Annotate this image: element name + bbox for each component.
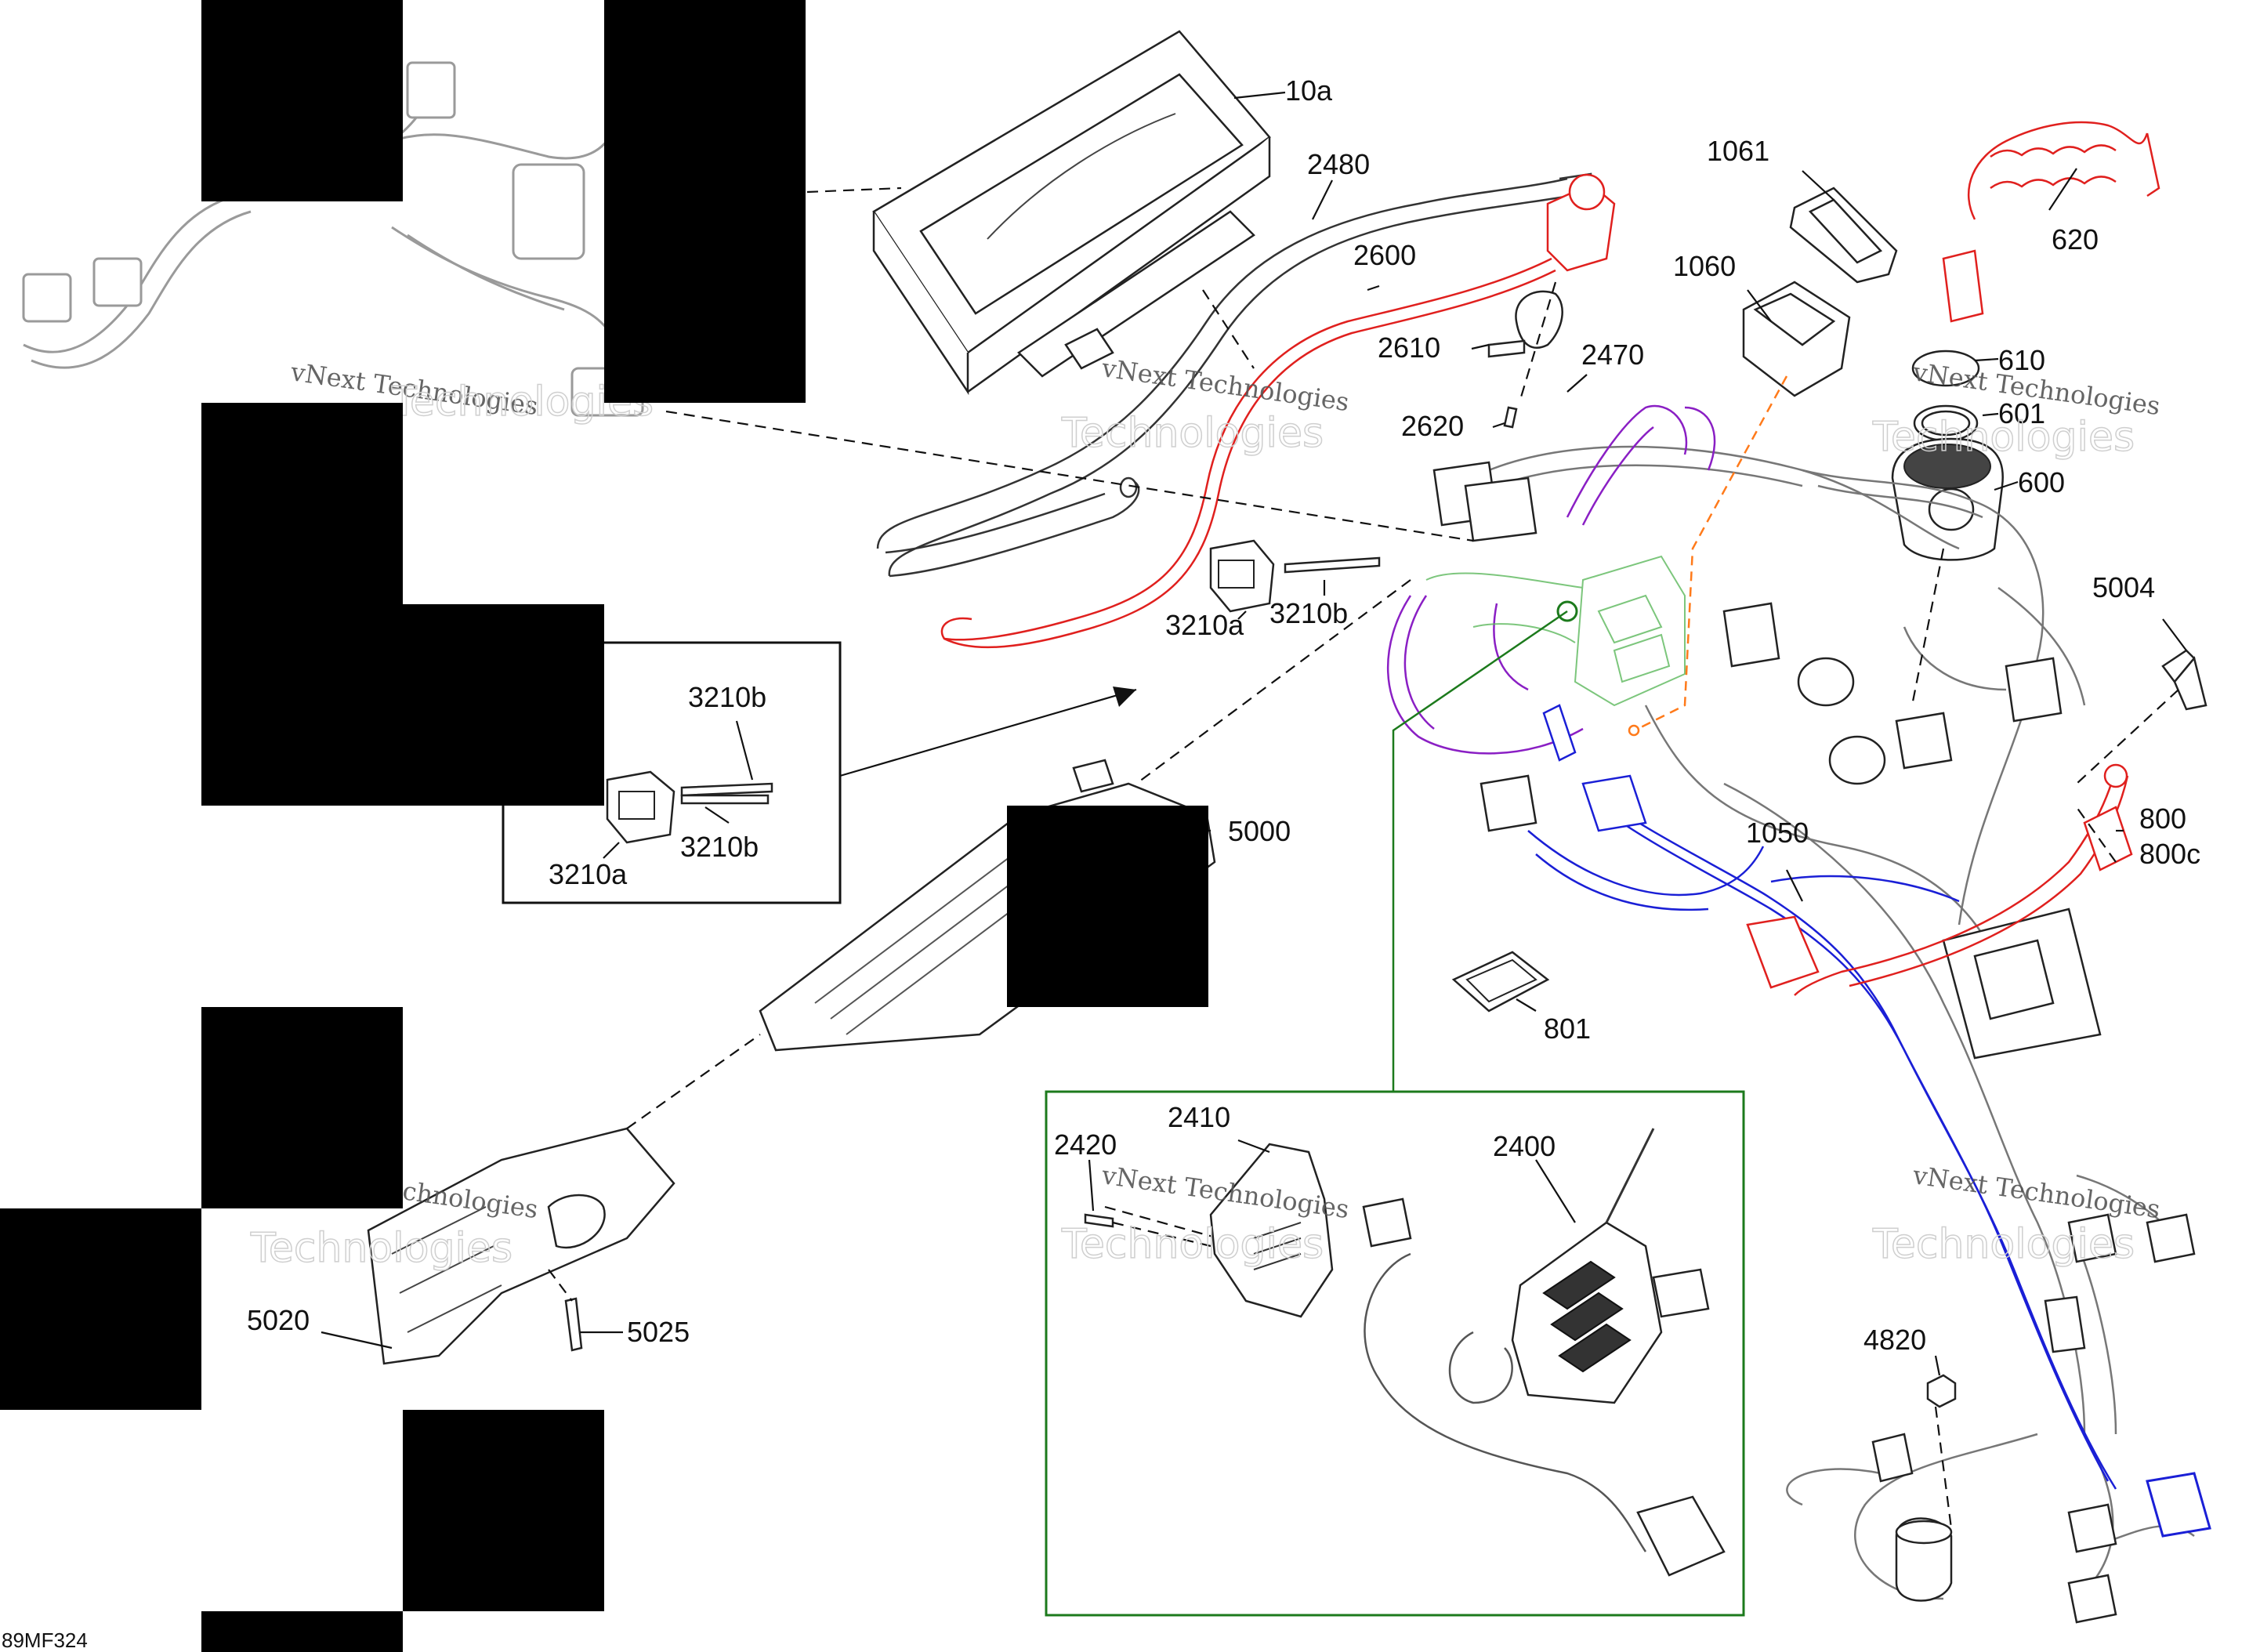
red-switch-cable-part (940, 173, 1616, 649)
callout-2600: 2600 (1353, 239, 1416, 271)
handlebar-part (876, 172, 1592, 578)
watermark-outline: Technologies (250, 1225, 512, 1272)
orange-endpoint (1628, 724, 1640, 737)
pin-part-5004 (2161, 649, 2207, 711)
red-cable-800 (1746, 763, 2133, 996)
callout-1050: 1050 (1746, 817, 1809, 849)
callout-3210b-top: 3210b (1269, 597, 1348, 629)
redaction-block (201, 1007, 403, 1208)
watermark-outline: Technologies (1061, 1221, 1324, 1268)
watermark: vNext Technologies (1910, 1160, 2162, 1224)
redaction-block (201, 403, 403, 806)
gasket-part-801 (1451, 951, 1550, 1013)
callout-2480: 2480 (1307, 148, 1370, 180)
callout-2420: 2420 (1054, 1129, 1117, 1161)
callout-5025: 5025 (627, 1316, 690, 1348)
redaction-block (1007, 806, 1208, 1007)
connector-detail-inset (502, 641, 1137, 904)
redaction-blocks (0, 0, 1208, 1652)
redaction-block (403, 604, 604, 806)
key-switch-parts (1891, 350, 2004, 561)
callout-labels: 10a 2480 2600 2610 2620 1061 1060 2470 6… (247, 74, 2200, 1356)
callout-2410: 2410 (1168, 1101, 1230, 1133)
redaction-block (604, 0, 806, 403)
callout-800c: 800c (2139, 838, 2200, 870)
callout-600: 600 (2018, 466, 2065, 498)
callout-3210a-inset: 3210a (549, 858, 628, 890)
green-highlighted-module (1425, 555, 1686, 707)
orange-assembly-line (1637, 375, 1788, 730)
callout-601: 601 (1998, 397, 2045, 429)
callout-610: 610 (1998, 344, 2045, 376)
ghost-harness-top-left (22, 61, 644, 417)
assembly-dash-lines (548, 187, 2179, 1529)
redaction-block (201, 1611, 403, 1652)
switch-cap-part-1061 (1789, 187, 1898, 284)
watermark-outline: Technologies (1872, 414, 2135, 461)
clip-part-2610 (1487, 290, 1563, 429)
callout-3210a-top: 3210a (1165, 609, 1244, 641)
redaction-block (0, 1208, 201, 1410)
callout-1060: 1060 (1673, 250, 1736, 282)
callout-801: 801 (1544, 1013, 1591, 1045)
connector-3210-top (1209, 539, 1381, 613)
callout-2470: 2470 (1581, 339, 1644, 371)
callout-5020: 5020 (247, 1304, 310, 1336)
callout-3210b-inset-1: 3210b (688, 681, 766, 713)
lanyard-part-620 (1942, 121, 2160, 323)
watermark-outline: Technologies (1061, 410, 1324, 457)
nut-part-4820 (1926, 1374, 1957, 1408)
bracket-part-5020 (367, 1127, 675, 1365)
module-detail-inset (1045, 610, 1745, 1617)
watermark-outline: Technologies (1872, 1221, 2135, 1268)
diagram-code: 89MF324 (2, 1628, 88, 1652)
callout-2400: 2400 (1493, 1130, 1556, 1162)
leader-lines (321, 91, 2187, 1376)
screw-part-5025 (564, 1297, 583, 1352)
gauge-cluster-part (872, 30, 1271, 396)
callout-800: 800 (2139, 802, 2186, 835)
callout-1061: 1061 (1707, 135, 1769, 167)
callout-2610: 2610 (1378, 331, 1440, 364)
redaction-block (403, 1410, 604, 1611)
callout-3210b-inset-2: 3210b (680, 831, 759, 863)
redaction-block (201, 0, 403, 201)
blue-cable-1050 (1527, 704, 2211, 1538)
switch-part-1060 (1742, 281, 1851, 397)
harness-connectors (1432, 461, 2196, 1624)
callout-620: 620 (2052, 223, 2099, 255)
callout-2620: 2620 (1401, 410, 1464, 442)
callout-5000: 5000 (1228, 815, 1291, 847)
purple-loom-2470 (1386, 404, 1716, 755)
callout-10a: 10a (1285, 74, 1333, 107)
callout-4820: 4820 (1863, 1324, 1926, 1356)
callout-5004: 5004 (2092, 571, 2155, 603)
